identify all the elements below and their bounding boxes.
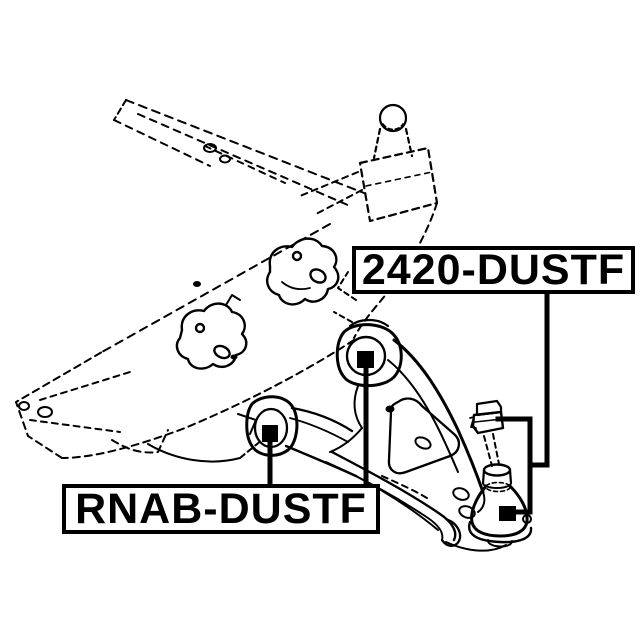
front-arm-bushing-marker [262, 425, 278, 442]
leader-lines [267, 291, 550, 515]
strut-tower [358, 103, 439, 223]
subframe-left-end [15, 351, 263, 463]
part-number-text: 2420-DUSTF [361, 245, 626, 294]
mount-bracket-upper [266, 237, 340, 306]
part-number-text: RNAB-DUSTF [75, 484, 367, 533]
leader-2420-bracket [495, 416, 533, 515]
ball-joint-boot-marker [499, 506, 516, 521]
ball-joint [467, 399, 533, 548]
mount-bracket-lower [175, 294, 248, 370]
rear-arm-bushing-marker [357, 351, 374, 368]
leader-2420-main [527, 291, 550, 468]
part-label-rnab-dustf: RNAB-DUSTF [62, 484, 380, 534]
marker-squares [262, 351, 516, 521]
part-label-2420-dustf: 2420-DUSTF [352, 246, 635, 294]
